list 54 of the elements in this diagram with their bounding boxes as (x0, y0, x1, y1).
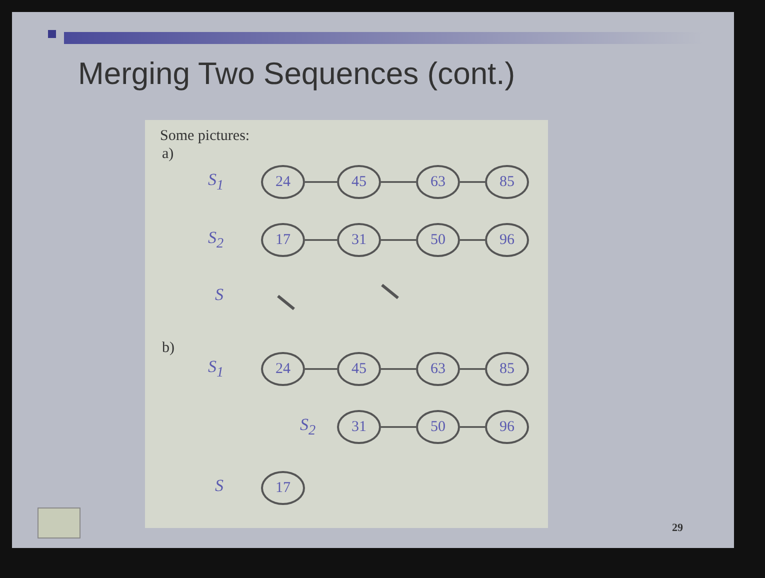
node-value: 31 (352, 418, 366, 436)
sequence-label: S (215, 285, 224, 305)
node-value: 24 (276, 174, 290, 190)
node-value: 17 (276, 232, 290, 248)
node-value: 45 (352, 174, 366, 190)
link-line (305, 181, 337, 183)
list-node-ellipse (337, 223, 381, 257)
node-value: 63 (430, 360, 446, 378)
link-line (381, 181, 416, 183)
node-value: 45 (352, 360, 366, 378)
link-line (381, 368, 416, 370)
page-number: 29 (672, 522, 683, 534)
link-line (381, 426, 416, 428)
list-node-ellipse (416, 410, 460, 444)
list-node-ellipse (337, 352, 381, 386)
list-node-ellipse (337, 410, 381, 444)
sequence-label: S$_{2}$ (300, 415, 316, 440)
list-node-ellipse (416, 352, 460, 386)
list-node-ellipse (416, 223, 460, 257)
sequence-label: S (215, 476, 224, 496)
sequence-label: S$_{1}$ (208, 357, 224, 382)
link-line (305, 239, 337, 241)
list-node-ellipse (261, 352, 305, 386)
node-value: 31 (352, 232, 366, 248)
node-value: 24 (276, 360, 290, 378)
link-line (305, 368, 337, 370)
item-label: b) (162, 340, 174, 357)
node-value: 63 (430, 174, 446, 190)
list-node-ellipse (261, 471, 305, 505)
list-node-ellipse (337, 165, 381, 199)
node-value: 85 (500, 174, 514, 190)
sequence-label: S$_{2}$ (208, 228, 224, 252)
slide-title: Merging Two Sequences (cont.) (78, 56, 516, 92)
node-value: 96 (500, 232, 514, 248)
node-value: 96 (500, 418, 514, 436)
link-line (460, 368, 485, 370)
node-value: 85 (500, 360, 514, 378)
node-value: 17 (276, 480, 290, 496)
list-node-ellipse (485, 165, 529, 199)
list-node-ellipse (485, 223, 529, 257)
bullet-text: Some pictures: (160, 128, 250, 145)
list-node-ellipse (261, 165, 305, 199)
list-node-ellipse (485, 410, 529, 444)
link-line (460, 426, 485, 428)
list-node-ellipse (261, 223, 305, 257)
link-line (460, 181, 485, 183)
link-line (460, 239, 485, 241)
node-value: 50 (430, 232, 446, 248)
list-node-ellipse (416, 165, 460, 199)
link-line (381, 239, 416, 241)
list-node-ellipse (485, 352, 529, 386)
sequence-label: S$_{1}$ (208, 170, 224, 194)
node-value: 50 (430, 418, 446, 436)
item-label: a) (162, 146, 174, 163)
